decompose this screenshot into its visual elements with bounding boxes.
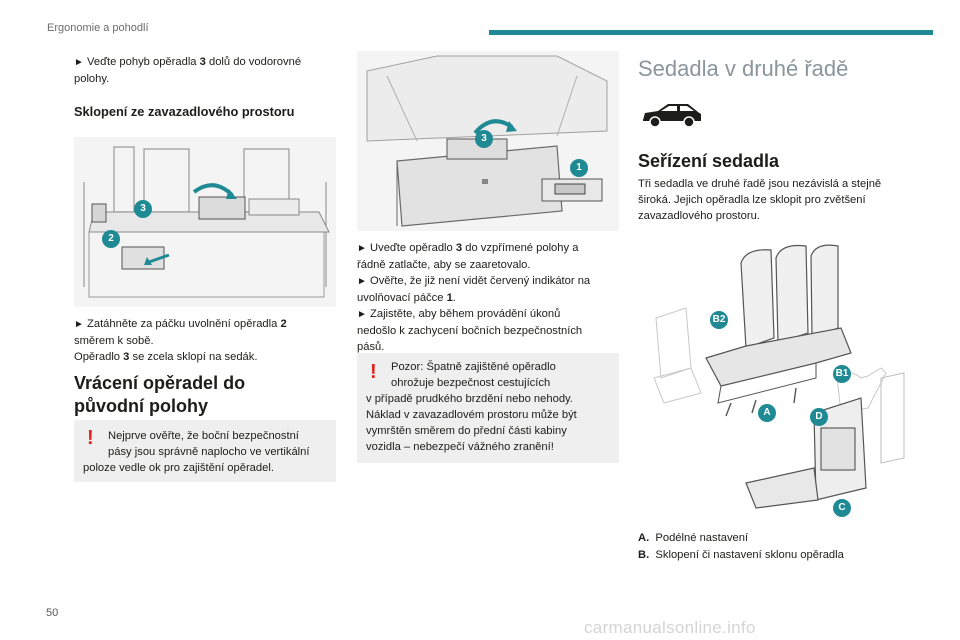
text: Zajistěte, aby během provádění úkonů — [370, 308, 561, 320]
text: Nejprve ověřte, že boční bezpečnostní — [108, 430, 299, 442]
callout-badge-1: 1 — [570, 159, 588, 177]
heading-line: původní polohy — [74, 396, 208, 416]
warning-text: Nejprve ověřte, že boční bezpečnostní pá… — [108, 428, 330, 460]
legend-list: A. Podélné nastavení B. Sklopení či nast… — [638, 530, 844, 564]
legend-key: B. — [638, 549, 650, 561]
text: Ověřte, že již není vidět červený indiká… — [370, 275, 591, 287]
text: poloze vedle ok pro zajištění opěradel. — [83, 462, 274, 474]
text: v případě prudkého brzdění nebo nehody. — [366, 393, 573, 405]
legend-text: Sklopení či nastavení sklonu opěradla — [655, 549, 844, 561]
text: pásy jsou správně naplocho ve vertikální — [108, 446, 310, 458]
warning-text: Pozor: Špatně zajištěné opěradlo ohrožuj… — [391, 359, 613, 391]
text: . — [452, 292, 456, 304]
callout-badge-3: 3 — [475, 130, 493, 148]
text: se zcela sklopí na sedák. — [129, 351, 258, 363]
triangle-bullet-icon: ► — [357, 276, 367, 287]
text: vymrštěn směrem do přední části kabiny — [366, 425, 567, 437]
suv-side-icon — [643, 104, 701, 128]
body-paragraph: Tři sedadla ve druhé řadě jsou nezávislá… — [638, 176, 881, 224]
callout-badge-b2: B2 — [710, 311, 728, 329]
text: ohrožuje bezpečnost cestujících — [391, 377, 551, 389]
text: Opěradlo — [74, 351, 124, 363]
text: vozidla – nebezpečí vážného zranění! — [366, 441, 554, 453]
text: Zatáhněte za páčku uvolnění opěradla — [87, 318, 281, 330]
legend-item: A. Podélné nastavení — [638, 530, 844, 547]
figure-second-row-seats: B2 B1 A D C — [646, 228, 908, 520]
text: Náklad v zavazadlovém prostoru může být — [366, 409, 577, 421]
legend-key: A. — [638, 532, 650, 544]
callout-badge-c: C — [833, 499, 851, 517]
subheading-trunk-fold: Sklopení ze zavazadlového prostoru — [74, 104, 295, 119]
running-header: Ergonomie a pohodlí — [47, 22, 149, 34]
text: Uveďte opěradlo — [370, 242, 456, 254]
text: zavazadlového prostoru. — [638, 210, 760, 222]
step-paragraph: ► Zatáhněte za páčku uvolnění opěradla 2… — [74, 316, 287, 365]
text: uvolňovací páčce — [357, 292, 447, 304]
text: Pozor: Špatně zajištěné opěradlo — [391, 361, 556, 373]
triangle-bullet-icon: ► — [74, 57, 84, 68]
step-paragraph: ► Veďte pohyb opěradla 3 dolů do vodorov… — [74, 54, 301, 87]
ref-number: 2 — [280, 318, 287, 330]
text: do vzpřímené polohy a — [462, 242, 579, 254]
section-title: Sedadla v druhé řadě — [638, 56, 849, 81]
page-number: 50 — [46, 607, 59, 619]
heading-restore-backrests: Vrácení opěradel do původní polohy — [74, 372, 245, 418]
callout-badge-2: 2 — [102, 230, 120, 248]
callout-badge-b1: B1 — [833, 365, 851, 383]
callout-badge-3: 3 — [134, 200, 152, 218]
warning-exclamation-icon: ! — [370, 361, 377, 383]
text: směrem k sobě. — [74, 335, 154, 347]
callout-badge-a: A — [758, 404, 776, 422]
warning-box: ! Pozor: Špatně zajištěné opěradlo ohrož… — [357, 353, 619, 463]
triangle-bullet-icon: ► — [357, 243, 367, 254]
text: nedošlo k zachycení bočních bezpečnostní… — [357, 325, 583, 337]
warning-box: ! Nejprve ověřte, že boční bezpečnostní … — [74, 420, 336, 482]
seats-illustration — [653, 244, 905, 509]
trunk-illustration — [74, 137, 336, 307]
warning-exclamation-icon: ! — [87, 427, 94, 449]
header-accent-bar — [489, 30, 933, 35]
step-list: ► Uveďte opěradlo 3 do vzpřímené polohy … — [357, 240, 590, 355]
figure-trunk-lever: 3 2 — [74, 137, 336, 307]
text: polohy. — [74, 73, 110, 85]
legend-item: B. Sklopení či nastavení sklonu opěradla — [638, 547, 844, 564]
figure-backrest-lock: 3 1 — [357, 51, 619, 231]
ref-number: 3 — [455, 242, 463, 254]
heading-seat-adjust: Seřízení sedadla — [638, 151, 780, 171]
heading-line: Vrácení opěradel do — [74, 373, 246, 393]
ref-number: 3 — [123, 351, 130, 363]
text: pásů. — [357, 341, 385, 353]
warning-text-cont: poloze vedle ok pro zajištění opěradel. — [83, 460, 333, 476]
triangle-bullet-icon: ► — [357, 309, 367, 320]
warning-text-cont: v případě prudkého brzdění nebo nehody. … — [366, 391, 616, 455]
callout-badge-d: D — [810, 408, 828, 426]
text: široká. Jejich opěradla lze sklopit pro … — [638, 194, 866, 206]
text: Veďte pohyb opěradla — [87, 56, 200, 68]
ref-number: 1 — [446, 292, 453, 304]
triangle-bullet-icon: ► — [74, 319, 84, 330]
legend-text: Podélné nastavení — [655, 532, 749, 544]
text: řádně zatlačte, aby se zaaretovalo. — [357, 259, 531, 271]
watermark-text: carmanualsonline.info — [584, 618, 756, 637]
text: Tři sedadla ve druhé řadě jsou nezávislá… — [638, 178, 882, 190]
text: dolů do vodorovné — [205, 56, 302, 68]
ref-number: 3 — [199, 56, 206, 68]
